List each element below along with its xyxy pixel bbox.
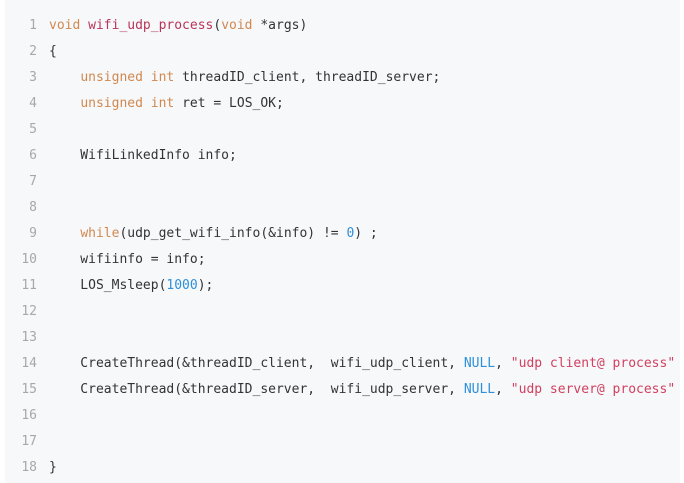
code-line: 4 unsigned int ret = LOS_OK; xyxy=(5,91,680,117)
line-number: 1 xyxy=(29,18,37,33)
code-token: , xyxy=(495,382,511,397)
code-line: 5 xyxy=(5,117,680,143)
code-token: NULL xyxy=(463,382,496,397)
line-number: 13 xyxy=(21,330,37,345)
line-number: 11 xyxy=(21,278,37,293)
code-text: LOS_Msleep(1000); xyxy=(49,273,213,299)
code-line: 12 xyxy=(5,299,680,325)
code-token: WifiLinkedInfo info; xyxy=(49,148,237,163)
code-token: wifiinfo = info; xyxy=(49,252,206,267)
code-token: 0 xyxy=(346,226,355,241)
code-token: "udp server@ process" xyxy=(510,382,676,397)
code-token: (udp_get_wifi_info(&info) != xyxy=(119,226,347,241)
line-number: 8 xyxy=(29,200,37,215)
code-text: CreateThread(&threadID_server, wifi_udp_… xyxy=(49,377,675,403)
line-number: 15 xyxy=(21,382,37,397)
code-line: 6 WifiLinkedInfo info; xyxy=(5,143,680,169)
code-line: 17 xyxy=(5,429,680,455)
line-number: 14 xyxy=(21,356,37,371)
code-token: *args) xyxy=(252,18,308,33)
code-line: 11 LOS_Msleep(1000); xyxy=(5,273,680,299)
code-token: CreateThread(&threadID_client, wifi_udp_… xyxy=(49,356,464,371)
code-line: 10 wifiinfo = info; xyxy=(5,247,680,273)
line-number: 17 xyxy=(21,434,37,449)
code-text: unsigned int threadID_client, threadID_s… xyxy=(49,65,440,91)
code-text: { xyxy=(49,39,57,65)
code-line: 13 xyxy=(5,325,680,351)
code-line: 3 unsigned int threadID_client, threadID… xyxy=(5,65,680,91)
code-line: 15 CreateThread(&threadID_server, wifi_u… xyxy=(5,377,680,403)
line-number: 7 xyxy=(29,174,37,189)
line-number: 10 xyxy=(21,252,37,267)
code-token xyxy=(49,70,80,85)
code-line: 18} xyxy=(5,455,680,481)
code-token xyxy=(143,96,151,111)
code-token xyxy=(49,96,80,111)
code-token: ( xyxy=(213,18,222,33)
code-token xyxy=(143,70,151,85)
code-token: LOS_Msleep( xyxy=(49,278,167,293)
code-text: void wifi_udp_process(void *args) xyxy=(49,13,307,39)
code-line: 14 CreateThread(&threadID_client, wifi_u… xyxy=(5,351,680,377)
code-token: threadID_client, threadID_server; xyxy=(174,70,441,85)
code-token: while xyxy=(80,226,120,241)
code-token: ); xyxy=(197,278,214,293)
code-token: int xyxy=(150,96,175,111)
line-number: 2 xyxy=(29,44,37,59)
code-line: 8 xyxy=(5,195,680,221)
code-line: 7 xyxy=(5,169,680,195)
code-token: ) ; xyxy=(354,226,378,241)
code-token xyxy=(80,18,88,33)
line-number: 9 xyxy=(29,226,37,241)
code-token: wifi_udp_process xyxy=(88,18,214,33)
line-number: 16 xyxy=(21,408,37,423)
code-token: unsigned xyxy=(80,96,143,111)
code-token xyxy=(49,226,80,241)
code-line: 2{ xyxy=(5,39,680,65)
code-token: 1000 xyxy=(166,278,198,293)
code-token: int xyxy=(150,70,175,85)
code-text: WifiLinkedInfo info; xyxy=(49,143,237,169)
line-number: 6 xyxy=(29,148,37,163)
code-token: void xyxy=(49,18,81,33)
code-text: CreateThread(&threadID_client, wifi_udp_… xyxy=(49,351,675,377)
code-token: "udp client@ process" xyxy=(510,356,676,371)
line-number: 3 xyxy=(29,70,37,85)
code-token: void xyxy=(221,18,253,33)
code-text: } xyxy=(49,455,57,481)
line-number: 4 xyxy=(29,96,37,111)
code-token: , xyxy=(495,356,511,371)
code-text: unsigned int ret = LOS_OK; xyxy=(49,91,284,117)
line-number: 12 xyxy=(21,304,37,319)
code-token: ret = LOS_OK; xyxy=(174,96,284,111)
line-number: 18 xyxy=(21,460,37,475)
code-text: while(udp_get_wifi_info(&info) != 0) ; xyxy=(49,221,378,247)
line-number: 5 xyxy=(29,122,37,137)
code-line: 16 xyxy=(5,403,680,429)
code-line: 9 while(udp_get_wifi_info(&info) != 0) ; xyxy=(5,221,680,247)
code-token: unsigned xyxy=(80,70,143,85)
code-text: wifiinfo = info; xyxy=(49,247,206,273)
code-token: { xyxy=(49,44,57,59)
code-token: NULL xyxy=(463,356,496,371)
code-token: CreateThread(&threadID_server, wifi_udp_… xyxy=(49,382,464,397)
code-token: } xyxy=(49,460,57,475)
